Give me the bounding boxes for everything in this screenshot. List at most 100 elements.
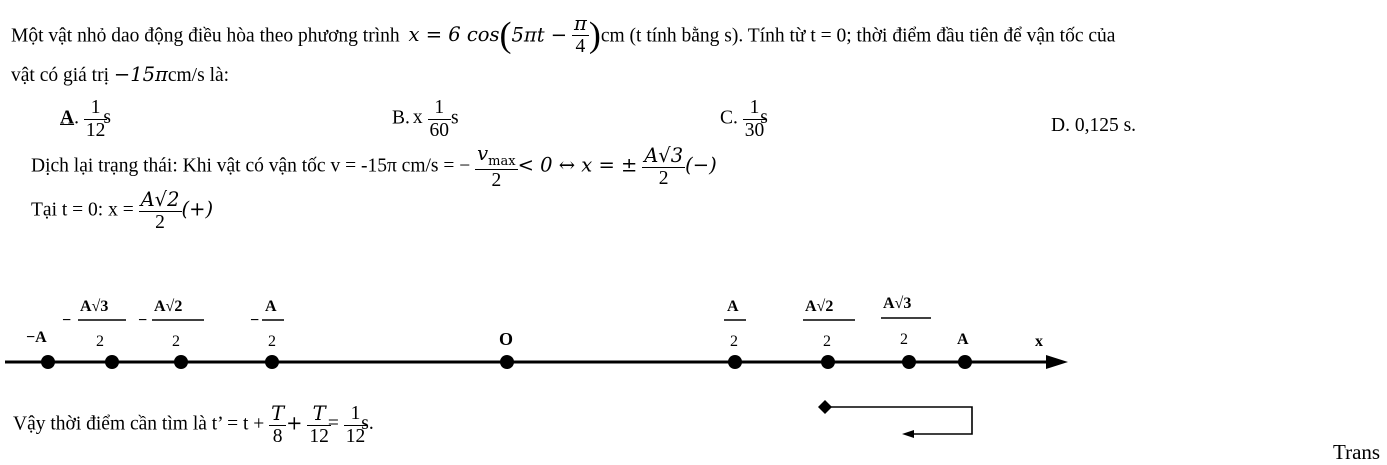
question-line2-b: cm/s là: [167,65,230,86]
option-c-fraction: 1 30 [742,98,767,141]
option-b-den: 60 [429,119,450,141]
solution-line1-text: Dịch lại trạng thái: Khi vật có vận tốc … [31,155,471,177]
label-origin: O [499,329,513,349]
label-neg-a-den: 2 [268,333,276,350]
t12-numerator: T [307,404,331,426]
solution-line-1: Dịch lại trạng thái: Khi vật có vận tốc … [31,144,717,190]
label-pos-a3-num: A√3 [883,295,911,312]
footer-trans-text: Trans [1333,440,1381,464]
option-a-suffix: . [74,107,79,129]
solution-relation: < 0 ↔ x = ± [517,153,638,177]
vmax-v: v [477,142,489,165]
label-neg-a3-den: 2 [96,333,104,350]
point-minus-a-2 [265,355,279,369]
point-minus-a-sqrt2-2 [174,355,188,369]
equation-lhs: x = 6 cos [408,23,500,47]
point-a-sqrt3-2 [902,355,916,369]
option-a[interactable]: A. 1 12 s [60,98,111,140]
label-minus-sign-1: − [62,312,71,329]
label-pos-a2-num: A√2 [805,298,833,315]
question-text-a: Một vật nhỏ dao động điều hòa theo phươn… [11,25,400,47]
a-sqrt3-denominator: 2 [658,167,669,189]
label-minus-sign-3: − [250,312,259,329]
option-d-text: D. 0,125 s. [1051,115,1137,136]
point-a-2 [728,355,742,369]
option-a-num: 1 [83,98,108,120]
option-a-letter: A [60,107,75,129]
label-neg-a2-num: A√2 [154,298,182,315]
solution-line-2: Tại t = 0: x = A√2 2 (+) [31,190,213,232]
option-c-den: 30 [744,119,765,141]
conclusion-text: Vậy thời điểm cần tìm là t’ = t + [13,413,265,435]
label-a: A [957,331,969,348]
conclusion-line: Vậy thời điểm cần tìm là t’ = t + T 8 + … [13,404,374,446]
option-c-letter: C. [720,107,738,129]
question-text-b: (t tính bằng s). Tính từ t = 0; thời điể… [629,25,1116,47]
t8-numerator: T [269,402,287,426]
option-b[interactable]: B.x 1 60 s [392,98,459,140]
label-minus-a: −A [26,329,47,346]
a-sqrt2-fraction: A√2 2 [138,188,182,233]
solution-line2-text: Tại t = 0: x = [31,199,134,221]
a-sqrt3-numerator: A√3 [642,144,686,168]
plus-sign: + [286,411,303,435]
motion-path [825,406,973,435]
point-a [958,355,972,369]
vmax-fraction: vmax 2 [475,142,518,191]
label-pos-a3-den: 2 [900,331,908,348]
option-b-fraction: 1 60 [427,98,452,141]
point-minus-a [41,355,55,369]
motion-path-arrow [902,430,914,438]
label-pos-a-num: A [727,298,739,315]
label-neg-a3-num: A√3 [80,298,108,315]
equals-sign: = [327,413,339,435]
question-line2-a: vật có giá trị [11,65,110,86]
option-d[interactable]: D. 0,125 s. [1051,115,1136,137]
velocity-value: −15π [113,63,168,86]
paren-open: ( [499,14,512,55]
t12-denominator: 12 [309,425,329,447]
solution-sign-2: (+) [181,197,214,221]
point-origin [500,355,514,369]
axis-arrow [1046,355,1068,369]
label-neg-a2-den: 2 [172,333,180,350]
label-x-axis: x [1035,333,1043,350]
a-sqrt3-fraction: A√3 2 [642,144,686,189]
point-a-sqrt2-2 [821,355,835,369]
pi-over-4-fraction: π 4 [572,14,589,56]
option-b-pre: x [412,107,423,129]
pi-numerator: π [572,12,589,36]
option-c[interactable]: C. 1 30 s [720,98,768,140]
axis-points [41,355,972,369]
option-b-unit: s [451,107,459,129]
option-b-num: 1 [427,98,452,120]
label-neg-a-num: A [265,298,277,315]
solution-sign-1: (−) [685,153,717,177]
equation-inner: 5πt − [511,23,568,47]
option-c-unit: s [760,107,768,129]
vmax-sub: max [488,153,516,169]
t8-denominator: 8 [272,425,283,447]
option-a-fraction: 1 12 [83,98,108,141]
a-sqrt2-denominator: 2 [155,211,165,233]
option-c-num: 1 [742,98,767,120]
point-minus-a-sqrt3-2 [105,355,119,369]
vmax-denominator: 2 [491,169,502,191]
label-pos-a2-den: 2 [823,333,831,350]
label-minus-sign-2: − [138,312,147,329]
paren-close: ) [588,14,601,55]
question-line-1: Một vật nhỏ dao động điều hòa theo phươn… [11,14,1116,56]
result-unit: s. [361,413,374,435]
question-line-2: vật có giá trị −15πcm/s là: [11,62,229,89]
vmax-numerator: vmax [475,142,518,170]
option-a-unit: s [103,107,111,129]
label-pos-a-den: 2 [730,333,738,350]
a-sqrt2-numerator: A√2 [138,188,182,212]
pi-denominator: 4 [575,35,586,57]
result-fraction: 1 12 [343,404,368,447]
option-a-den: 12 [85,119,106,141]
option-b-letter: B. [392,107,410,129]
equation-unit: cm [600,25,625,47]
path-start-diamond [818,400,832,414]
result-denominator: 12 [345,425,366,447]
